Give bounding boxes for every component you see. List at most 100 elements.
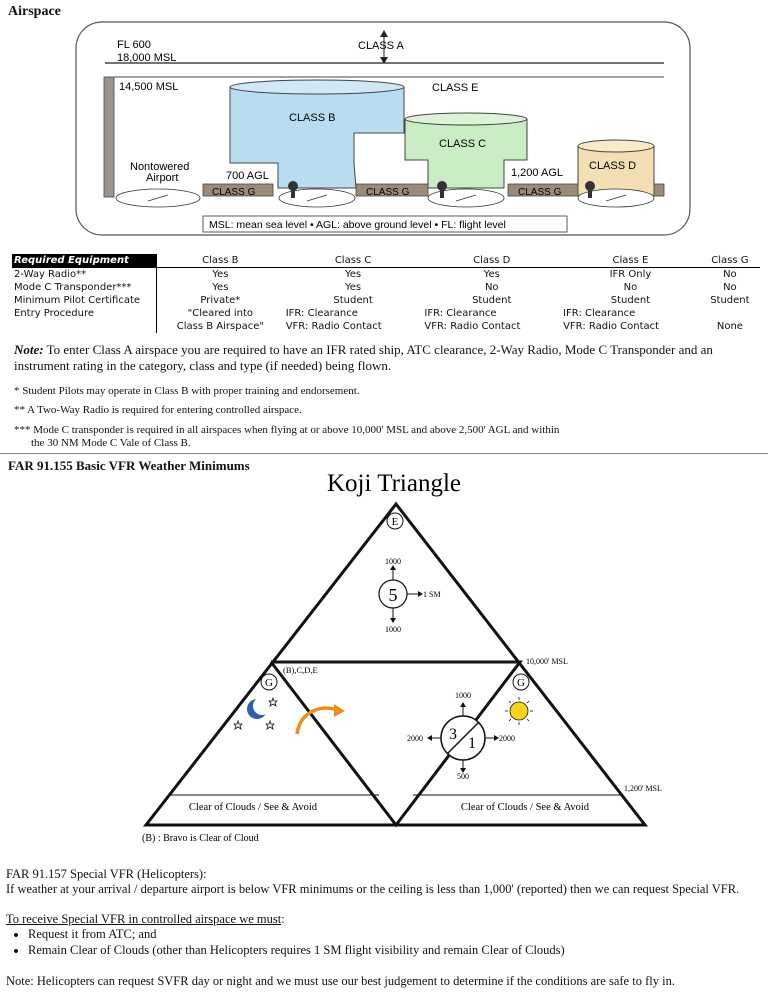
- table-cell: No: [723, 282, 737, 293]
- mid-down-value: 500: [457, 772, 469, 781]
- table-cell: Student: [610, 295, 651, 306]
- table-cell: IFR Only: [609, 269, 652, 280]
- footnote-3: *** Mode C transponder is required in al…: [14, 424, 560, 436]
- airspace-heading: Airspace: [8, 4, 61, 19]
- table-cell: Yes: [483, 269, 500, 280]
- row-label: Minimum Pilot Certificate: [12, 294, 157, 307]
- equipment-table: Required Equipment Class B Class C Class…: [12, 254, 760, 333]
- table-row: Class B Airspace" VFR: Radio Contact VFR…: [12, 320, 760, 333]
- table-cell: No: [484, 282, 499, 293]
- table-cell: No: [723, 269, 737, 280]
- clear-of-clouds-left: Clear of Clouds / See & Avoid: [189, 802, 318, 813]
- svfr-list: Request it from ATC; and Remain Clear of…: [6, 926, 565, 958]
- svfr-list-colon: :: [281, 912, 285, 926]
- class-b-label: CLASS B: [289, 112, 335, 124]
- airport-icons: [115, 188, 655, 208]
- svfr-intro: If weather at your arrival / departure a…: [6, 882, 740, 896]
- svfr-heading: FAR 91.157 Special VFR (Helicopters):: [6, 867, 207, 881]
- svfr-list-title-text: To receive Special VFR in controlled air…: [6, 912, 282, 926]
- class-b-shape: [229, 86, 405, 189]
- class-g-label-2: CLASS G: [366, 187, 410, 198]
- footnote-3-cont: the 30 NM Mode C Vale of Class B.: [31, 437, 191, 449]
- top-down-value: 1000: [385, 625, 401, 634]
- class-e-label: CLASS E: [432, 82, 478, 94]
- row-label: Entry Procedure: [12, 307, 157, 320]
- table-cell: Student: [710, 295, 750, 306]
- table-cell: Student: [472, 295, 512, 306]
- msl10000-label: 10,000' MSL: [526, 657, 568, 666]
- class-a-note: Note: To enter Class A airspace you are …: [14, 342, 754, 374]
- table-header: Class E: [561, 254, 700, 268]
- table-row: Mode C Transponder*** Yes Yes No No No: [12, 281, 760, 294]
- bravo-note: (B) : Bravo is Clear of Cloud: [142, 833, 259, 844]
- class-g-label-3: CLASS G: [518, 187, 562, 198]
- class-a-label: CLASS A: [358, 40, 405, 52]
- table-cell: VFR: Radio Contact: [424, 321, 521, 332]
- e-badge: [386, 512, 404, 530]
- table-cell: None: [716, 321, 743, 332]
- legend-text: MSL: mean sea level • AGL: above ground …: [209, 219, 506, 231]
- g-badge-right-label: G: [517, 677, 525, 689]
- table-cell: IFR: Clearance: [424, 308, 497, 319]
- mid-right-value: 2000: [499, 734, 515, 743]
- table-cell: Yes: [344, 282, 362, 293]
- table-cell: Private*: [200, 295, 241, 306]
- table-header: Required Equipment: [12, 254, 157, 268]
- transition-arrow-icon: [295, 706, 339, 735]
- mid-left-number: 3: [449, 726, 457, 743]
- e-badge-label: E: [392, 516, 399, 528]
- list-item: Remain Clear of Clouds (other than Helic…: [28, 942, 565, 958]
- nontowered-label: Nontowered: [130, 161, 189, 173]
- note-label: Note:: [14, 342, 44, 357]
- footnote-1: * Student Pilots may operate in Class B …: [14, 385, 360, 397]
- class-c-shape: [404, 118, 528, 189]
- control-tower-icons: [288, 181, 595, 198]
- table-header: Class D: [422, 254, 562, 268]
- section-divider: [0, 453, 768, 454]
- triangle-title: Koji Triangle: [327, 470, 461, 497]
- class-g-bar-1: [202, 183, 274, 197]
- g-badge-left-label: G: [265, 677, 273, 689]
- table-row: 2-Way Radio** Yes Yes Yes IFR Only No: [12, 267, 760, 281]
- list-item: Request it from ATC; and: [28, 926, 565, 942]
- table-cell: IFR: Clearance: [563, 308, 636, 319]
- g-badge-right: [512, 673, 530, 691]
- mid-left-value: 2000: [407, 734, 423, 743]
- airport-label: Airport: [146, 172, 178, 184]
- table-cell: VFR: Radio Contact: [563, 321, 660, 332]
- class-d-label: CLASS D: [589, 160, 636, 172]
- moon-icon: [247, 697, 271, 719]
- table-header: Class G: [699, 254, 760, 268]
- msl14500-label: 14,500 MSL: [119, 81, 178, 93]
- class-c-label: CLASS C: [439, 138, 486, 150]
- table-cell: Yes: [212, 269, 229, 280]
- note-text: To enter Class A airspace you are requir…: [14, 342, 713, 373]
- msl1200-label: 1,200' MSL: [624, 784, 662, 793]
- table-header: Class C: [283, 254, 423, 268]
- vfr-heading: FAR 91.155 Basic VFR Weather Minimums: [8, 458, 250, 473]
- agl700-label: 700 AGL: [226, 170, 269, 182]
- class-g-label-1: CLASS G: [212, 187, 256, 198]
- table-cell: "Cleared into: [187, 308, 254, 319]
- mid-right-number: 1: [468, 735, 476, 752]
- clear-of-clouds-right: Clear of Clouds / See & Avoid: [461, 802, 590, 813]
- table-row: Entry Procedure "Cleared into IFR: Clear…: [12, 307, 760, 320]
- airspace-diagram: FL 600 18,000 MSL CLASS A 14,500 MSL CLA…: [75, 21, 691, 236]
- class-g-bar-2: [355, 183, 429, 197]
- table-cell: Class B Airspace": [176, 321, 264, 332]
- top-right-value: 1 SM: [423, 590, 441, 599]
- class-g-bar-3: [507, 183, 579, 197]
- bcde-label: (B),C,D,E: [283, 665, 318, 675]
- mid-up-value: 1000: [455, 691, 471, 700]
- table-cell: Yes: [212, 282, 229, 293]
- table-cell: Student: [333, 295, 373, 306]
- g-badge-left: [260, 673, 278, 691]
- table-cell: Yes: [344, 269, 362, 280]
- svfr-list-title: To receive Special VFR in controlled air…: [6, 911, 285, 927]
- row-label: Mode C Transponder***: [12, 281, 157, 294]
- top-center-value: 5: [389, 585, 398, 605]
- top-up-value: 1000: [385, 557, 401, 566]
- table-cell: No: [623, 282, 638, 293]
- koji-triangle-diagram: Koji Triangle E 5 1000 1000 1 SM 10,000'…: [142, 470, 662, 844]
- legend-box: [202, 215, 568, 233]
